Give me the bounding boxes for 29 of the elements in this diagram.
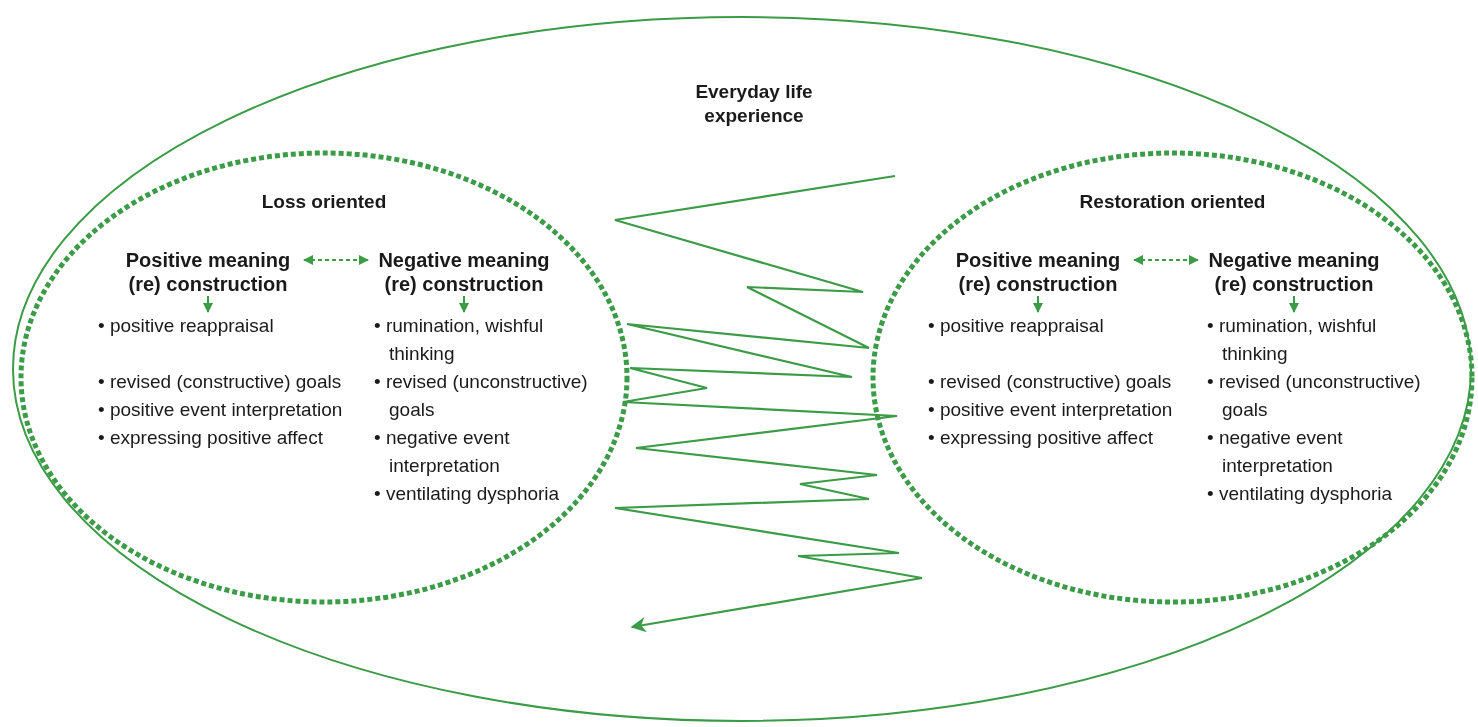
bullet-item: • positive reappraisal bbox=[928, 314, 1105, 338]
bullet-item: • ventilating dysphoria bbox=[374, 482, 561, 506]
bullet-item: • revised (unconstructive) goals bbox=[1207, 370, 1422, 422]
bullet-item: • ventilating dysphoria bbox=[1207, 482, 1394, 506]
bullet-item: • negative event interpretation bbox=[1207, 426, 1344, 478]
bullet-item: • rumination, wishful thinking bbox=[374, 314, 545, 366]
bullet-item: • positive reappraisal bbox=[98, 314, 275, 338]
heading-text: Positive meaning (re) construction bbox=[112, 248, 304, 296]
bullet-item: • rumination, wishful thinking bbox=[1207, 314, 1378, 366]
bullet-item: • positive event interpretation bbox=[98, 398, 344, 422]
arrow bbox=[203, 295, 213, 313]
bullet-item: • revised (constructive) goals bbox=[928, 370, 1173, 394]
bullet-item: • expressing positive affect bbox=[98, 426, 324, 450]
arrow bbox=[1289, 295, 1299, 313]
arrow bbox=[303, 255, 369, 265]
bullet-item: • negative event interpretation bbox=[374, 426, 511, 478]
arrow bbox=[1133, 255, 1199, 265]
heading-text: Positive meaning (re) construction bbox=[942, 248, 1134, 296]
bullet-item: • expressing positive affect bbox=[928, 426, 1154, 450]
arrow bbox=[1033, 295, 1043, 313]
bullet-item: • positive event interpretation bbox=[928, 398, 1174, 422]
group-title: Restoration oriented bbox=[1079, 190, 1266, 214]
arrow bbox=[459, 295, 469, 313]
group-title: Loss oriented bbox=[261, 190, 387, 214]
heading-text: Negative meaning (re) construction bbox=[368, 248, 560, 296]
bullet-item: • revised (constructive) goals bbox=[98, 370, 343, 394]
group-title: Everyday life experience bbox=[694, 80, 814, 128]
bullet-item: • revised (unconstructive) goals bbox=[374, 370, 589, 422]
heading-text: Negative meaning (re) construction bbox=[1198, 248, 1390, 296]
